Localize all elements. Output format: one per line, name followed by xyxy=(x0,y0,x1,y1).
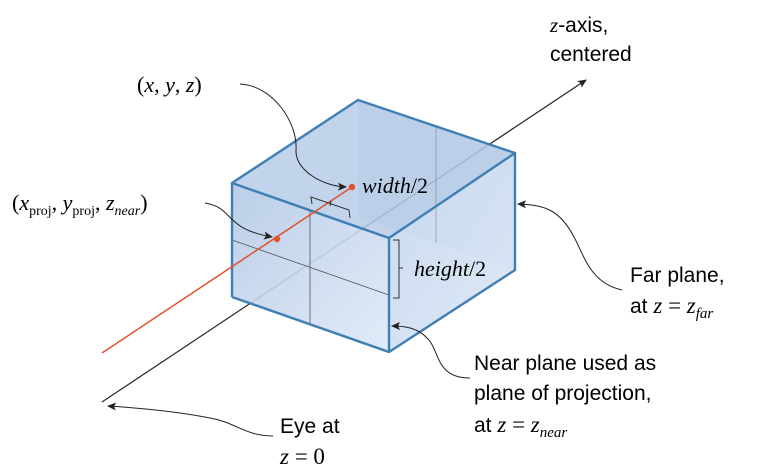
label-height-half: height/2 xyxy=(414,256,486,281)
label-point-proj: (xproj, yproj, znear) xyxy=(12,190,148,219)
leader-point-proj xyxy=(204,202,273,240)
label-far-plane-line2: at z = zfar xyxy=(630,293,713,322)
label-far-plane-line1: Far plane, xyxy=(630,264,725,287)
label-near-plane-line1: Near plane used as xyxy=(474,352,656,375)
box-top-face xyxy=(232,100,515,238)
leader-eye xyxy=(107,402,274,437)
label-width-half: width/2 xyxy=(362,173,428,198)
label-near-plane-line3: at z = znear xyxy=(474,412,567,441)
width-half-bracket xyxy=(310,196,351,219)
label-eye-line2: z = 0 xyxy=(279,444,325,469)
leader-far-plane xyxy=(517,200,623,291)
label-z-axis-line2: centered xyxy=(550,43,632,66)
label-point-xyz: (x, y, z) xyxy=(137,72,202,97)
leader-point-xyz xyxy=(239,83,347,191)
projection-ray xyxy=(101,186,353,354)
point-proj-dot xyxy=(273,235,281,243)
point-xyz-dot xyxy=(348,183,356,191)
box-side-face xyxy=(389,153,515,352)
height-half-bracket xyxy=(393,239,403,299)
label-eye-line1: Eye at xyxy=(280,415,340,438)
label-near-plane-line2: plane of projection, xyxy=(474,382,651,405)
leader-near-plane xyxy=(391,322,471,379)
label-z-axis-line1: z-axis, xyxy=(549,13,608,37)
box-edges xyxy=(230,98,517,354)
